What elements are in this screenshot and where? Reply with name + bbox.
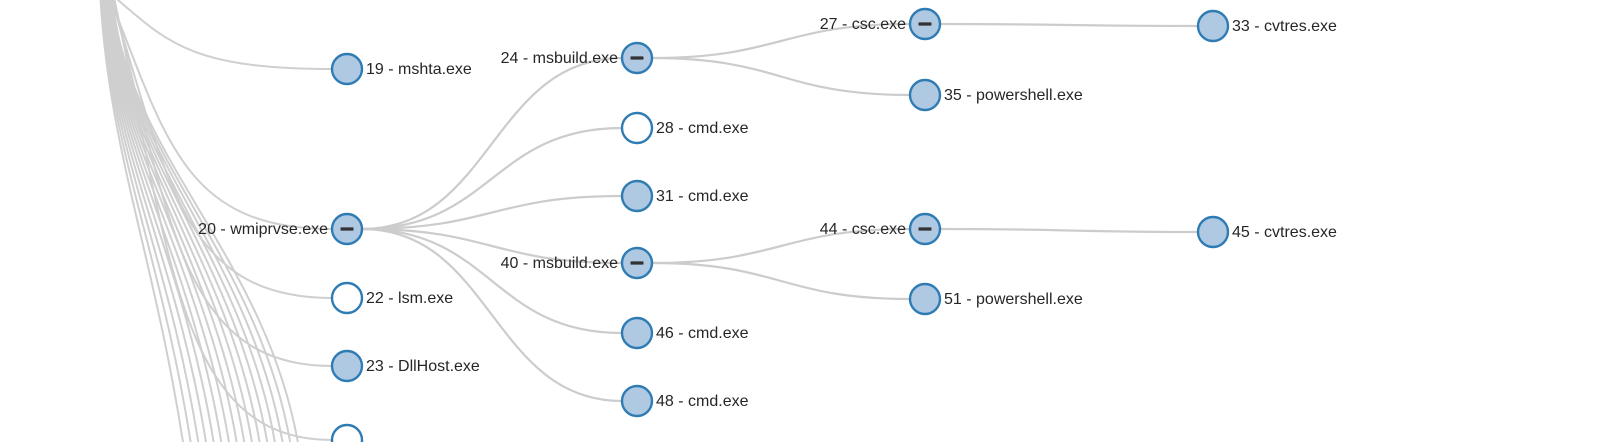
offscreen-parent-edge (99, 0, 184, 442)
offscreen-parent-edge (109, 0, 276, 442)
tree-node-28[interactable]: 28 - cmd.exe (620, 111, 749, 145)
node-label: 20 - wmiprvse.exe (198, 221, 328, 238)
offscreen-parent-branch-edge (111, 0, 333, 367)
node-label: 45 - cvtres.exe (1232, 224, 1337, 241)
node-label: 46 - cmd.exe (656, 325, 749, 342)
minus-icon[interactable] (630, 261, 644, 265)
node-label: 40 - msbuild.exe (501, 255, 618, 272)
node-label: 35 - powershell.exe (944, 87, 1083, 104)
tree-edge (360, 227, 624, 403)
tree-edge (938, 227, 1200, 234)
tree-node-35[interactable]: 35 - powershell.exe (908, 78, 1083, 112)
node-label: 23 - DllHost.exe (366, 358, 480, 375)
tree-edge (650, 261, 912, 301)
tree-node-33[interactable]: 33 - cvtres.exe (1196, 9, 1337, 43)
node-circle[interactable] (330, 423, 364, 442)
tree-node-40[interactable]: 40 - msbuild.exe (501, 246, 654, 280)
node-circle[interactable] (330, 349, 364, 383)
node-circle[interactable] (330, 281, 364, 315)
tree-node-45[interactable]: 45 - cvtres.exe (1196, 215, 1337, 249)
node-label: 22 - lsm.exe (366, 290, 453, 307)
offscreen-parent-edge (110, 0, 284, 442)
node-label: 33 - cvtres.exe (1232, 18, 1337, 35)
offscreen-parent-edge-bundle (99, 0, 333, 442)
node-label: 27 - csc.exe (820, 16, 906, 33)
offscreen-parent-edge (100, 0, 192, 442)
tree-node-48[interactable]: 48 - cmd.exe (620, 384, 749, 418)
offscreen-parent-edge (103, 0, 223, 442)
tree-node-22[interactable]: 22 - lsm.exe (330, 281, 453, 315)
node-layer[interactable]: 19 - mshta.exe 24 - msbuild.exe 27 - csc.e… (198, 7, 1337, 442)
offscreen-parent-edge (107, 0, 261, 442)
edge-layer (360, 22, 1200, 403)
offscreen-parent-edge (106, 0, 253, 442)
tree-node-20[interactable]: 20 - wmiprvse.exe (198, 212, 364, 246)
node-label: 48 - cmd.exe (656, 393, 749, 410)
minus-icon[interactable] (630, 56, 644, 60)
tree-edge (360, 227, 624, 335)
node-circle[interactable] (1196, 9, 1230, 43)
tree-node-31[interactable]: 31 - cmd.exe (620, 179, 749, 213)
node-circle[interactable] (620, 111, 654, 145)
offscreen-parent-branch-edge (113, 0, 333, 441)
offscreen-parent-branch-edge (116, 0, 333, 70)
tree-edge (938, 22, 1200, 28)
offscreen-parent-branch-edge (110, 0, 333, 299)
tree-node-27[interactable]: 27 - csc.exe (820, 7, 942, 41)
offscreen-parent-edge (111, 0, 292, 442)
tree-node-23[interactable]: 23 - DllHost.exe (330, 349, 480, 383)
node-circle[interactable] (908, 78, 942, 112)
minus-icon[interactable] (918, 227, 932, 231)
tree-edge (650, 22, 912, 60)
node-label: 19 - mshta.exe (366, 61, 472, 78)
node-label: 24 - msbuild.exe (501, 50, 618, 67)
tree-node-46[interactable]: 46 - cmd.exe (620, 316, 749, 350)
tree-edge (360, 126, 624, 231)
offscreen-parent-edge (102, 0, 215, 442)
node-circle[interactable] (908, 282, 942, 316)
tree-edge (360, 194, 624, 231)
offscreen-parent-edge (105, 0, 238, 442)
tree-node-51[interactable]: 51 - powershell.exe (908, 282, 1083, 316)
node-circle[interactable] (1196, 215, 1230, 249)
node-circle[interactable] (620, 316, 654, 350)
node-label: 44 - csc.exe (820, 221, 906, 238)
node-circle[interactable] (330, 52, 364, 86)
tree-edge (650, 56, 912, 97)
tree-node-44[interactable]: 44 - csc.exe (820, 212, 942, 246)
tree-node-24[interactable]: 24 - msbuild.exe (501, 41, 654, 75)
tree-edge (360, 56, 624, 231)
tree-edge (650, 227, 912, 265)
tree-node-19[interactable]: 19 - mshta.exe (330, 52, 472, 86)
offscreen-parent-branch-edge (109, 0, 333, 230)
tree-node-clipped[interactable] (330, 423, 364, 442)
offscreen-parent-edge (108, 0, 269, 442)
node-label: 31 - cmd.exe (656, 188, 749, 205)
offscreen-parent-edge (111, 0, 299, 442)
offscreen-parent-edge (102, 0, 207, 442)
node-label: 28 - cmd.exe (656, 120, 749, 137)
node-circle[interactable] (620, 384, 654, 418)
offscreen-parent-edge (106, 0, 246, 442)
tree-edge (360, 227, 624, 265)
node-circle[interactable] (620, 179, 654, 213)
minus-icon[interactable] (918, 22, 932, 26)
offscreen-parent-edge (101, 0, 200, 442)
minus-icon[interactable] (340, 227, 354, 231)
node-label: 51 - powershell.exe (944, 291, 1083, 308)
